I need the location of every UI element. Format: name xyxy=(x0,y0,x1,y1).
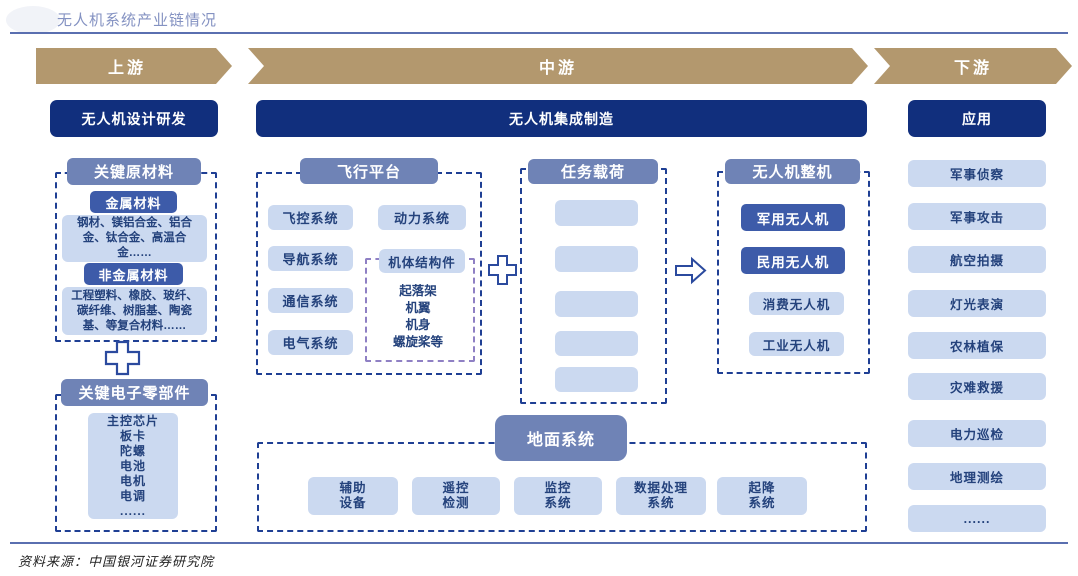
electronics-list: 主控芯片 板卡 陀螺 电池 电机 电调 ...... xyxy=(88,413,178,519)
structure-item: 机翼 xyxy=(405,301,431,315)
application-item: 军事攻击 xyxy=(908,203,1046,230)
structure-item: 机身 xyxy=(405,318,431,332)
electronics-item: 板卡 xyxy=(119,428,146,443)
payload-header: 任务载荷 xyxy=(528,159,658,184)
communication-system-box: 通信系统 xyxy=(268,288,353,313)
ground-item-line: 遥控 xyxy=(442,481,470,495)
electronics-item: ...... xyxy=(119,503,146,518)
header-rule xyxy=(10,32,1068,34)
stage-arrow-upstream-label: 上游 xyxy=(107,60,146,77)
application-item: 航空拍摄 xyxy=(908,246,1046,273)
ground-data-processing-box: 数据处理 系统 xyxy=(616,477,706,515)
stage-arrow-upstream: 上游 xyxy=(36,48,232,84)
payload-empty-box xyxy=(555,246,638,272)
application-item: 灾难救援 xyxy=(908,373,1046,400)
arrow-right-icon xyxy=(675,256,707,285)
structure-item: 起落架 xyxy=(399,284,437,298)
ground-item-line: 系统 xyxy=(544,496,572,510)
ground-monitoring-system-box: 监控 系统 xyxy=(514,477,602,515)
application-item: 军事侦察 xyxy=(908,160,1046,187)
flight-platform-header: 飞行平台 xyxy=(300,158,438,184)
application-item: 灯光表演 xyxy=(908,290,1046,317)
band-design: 无人机设计研发 xyxy=(50,100,218,137)
page-title: 无人机系统产业链情况 xyxy=(57,12,218,29)
band-manufacture: 无人机集成制造 xyxy=(256,100,867,137)
raw-materials-header: 关键原材料 xyxy=(67,158,201,185)
ground-takeoff-landing-box: 起降 系统 xyxy=(717,477,807,515)
payload-empty-box xyxy=(555,291,638,317)
band-application: 应用 xyxy=(908,100,1046,137)
source-note: 资料来源：中国银河证券研究院 xyxy=(18,554,215,569)
complete-uav-header: 无人机整机 xyxy=(725,159,860,184)
ground-remote-detection-box: 遥控 检测 xyxy=(412,477,500,515)
electronics-header: 关键电子零部件 xyxy=(61,379,208,406)
stage-arrow-midstream-label: 中游 xyxy=(538,60,577,77)
stage-arrow-downstream: 下游 xyxy=(874,48,1072,84)
stage-arrow-midstream: 中游 xyxy=(248,48,868,84)
ground-item-line: 系统 xyxy=(748,496,776,510)
metal-materials-list: 钢材、镁铝合金、铝合金、钛合金、高温合金…… xyxy=(62,215,207,262)
power-system-box: 动力系统 xyxy=(378,205,466,230)
ground-item-line: 检测 xyxy=(442,496,470,510)
civil-uav-box: 民用无人机 xyxy=(741,247,845,274)
application-item: 电力巡检 xyxy=(908,420,1046,447)
flight-control-system-box: 飞控系统 xyxy=(268,205,353,230)
airframe-structure-list: 起落架 机翼 机身 螺旋桨等 xyxy=(370,283,466,351)
electronics-item: 电机 xyxy=(119,473,146,488)
industrial-uav-box: 工业无人机 xyxy=(749,332,844,356)
electronics-item: 电池 xyxy=(119,458,146,473)
electronics-item: 主控芯片 xyxy=(106,413,159,428)
nonmetal-materials-header: 非金属材料 xyxy=(84,263,183,285)
ground-item-line: 辅助 xyxy=(339,481,367,495)
consumer-uav-box: 消费无人机 xyxy=(749,292,844,315)
ground-item-line: 设备 xyxy=(339,496,367,510)
navigation-system-box: 导航系统 xyxy=(268,246,353,271)
structure-item: 螺旋桨等 xyxy=(392,335,443,349)
ground-system-header: 地面系统 xyxy=(495,415,627,461)
plus-connector-icon xyxy=(104,340,141,376)
ground-item-line: 数据处理 xyxy=(633,481,688,495)
application-item: 地理测绘 xyxy=(908,463,1046,490)
nonmetal-materials-list: 工程塑料、橡胶、玻纤、碳纤维、树脂基、陶瓷基、等复合材料…… xyxy=(62,287,207,335)
logo-watermark xyxy=(6,6,60,34)
application-item: ...... xyxy=(908,505,1046,532)
ground-aux-equipment-box: 辅助 设备 xyxy=(308,477,398,515)
electronics-item: 陀螺 xyxy=(119,443,146,458)
ground-item-line: 系统 xyxy=(647,496,675,510)
footer-rule xyxy=(10,542,1068,544)
electrical-system-box: 电气系统 xyxy=(268,330,353,355)
ground-item-line: 监控 xyxy=(544,481,572,495)
stage-arrow-downstream-label: 下游 xyxy=(953,60,992,77)
plus-connector-icon xyxy=(488,255,517,285)
payload-empty-box xyxy=(555,367,638,392)
payload-empty-box xyxy=(555,200,638,226)
metal-materials-header: 金属材料 xyxy=(90,191,177,213)
airframe-structure-header: 机体结构件 xyxy=(379,249,465,273)
application-item: 农林植保 xyxy=(908,332,1046,359)
ground-item-line: 起降 xyxy=(748,481,776,495)
military-uav-box: 军用无人机 xyxy=(741,204,845,231)
electronics-item: 电调 xyxy=(119,488,146,503)
payload-empty-box xyxy=(555,331,638,356)
